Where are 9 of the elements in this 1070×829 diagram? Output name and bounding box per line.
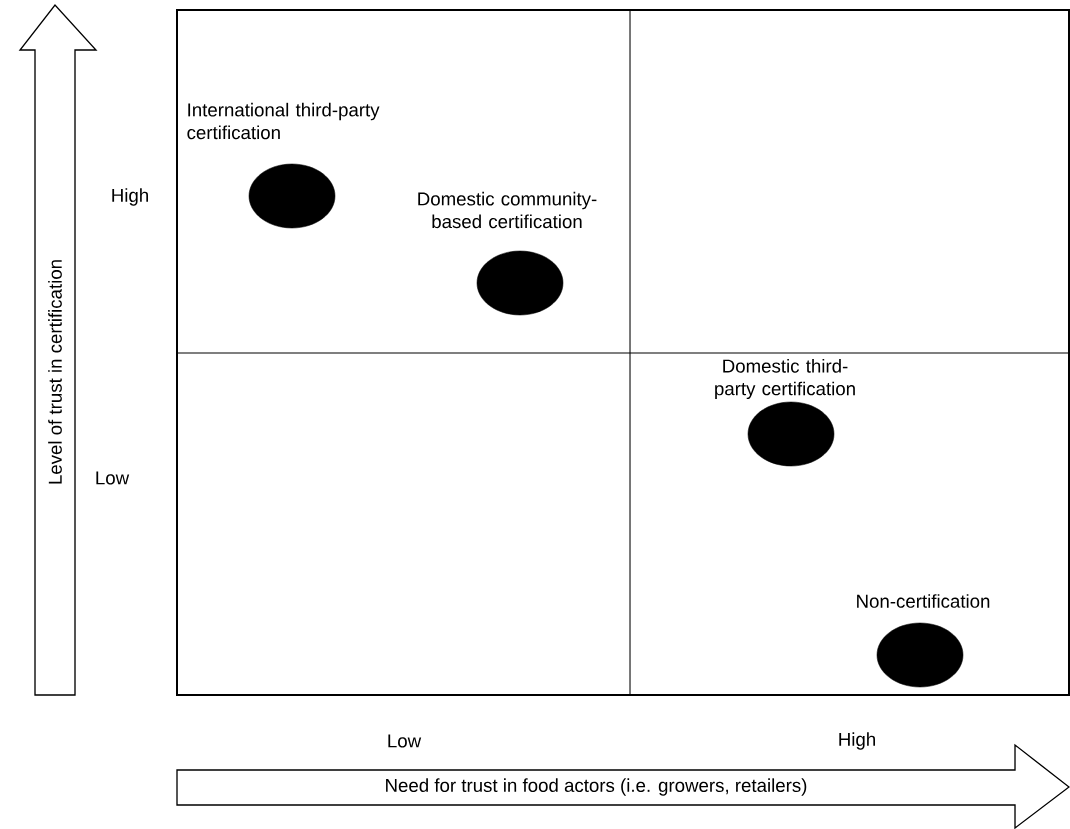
ellipse-marker <box>248 163 336 229</box>
ellipse-marker <box>747 401 835 467</box>
ellipse-marker <box>476 250 564 316</box>
ellipse-marker <box>876 622 964 688</box>
axis-level-label: Low <box>96 471 130 485</box>
marker-label: Non-certification <box>857 594 990 608</box>
marker-label: International third-party certification <box>187 102 380 140</box>
marker-label: Domestic community-based certification <box>418 191 597 229</box>
marker-label: Domestic third-party certification <box>715 358 855 400</box>
